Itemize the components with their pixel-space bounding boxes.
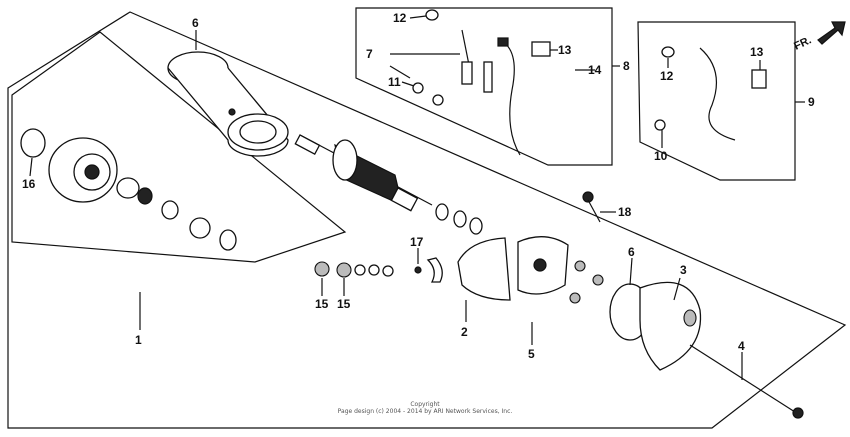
yoke-housing [167, 51, 289, 157]
callout-15-left: 15 [315, 297, 329, 311]
main-assembly-frame [7, 11, 847, 429]
cable-kit-box-alt [637, 21, 796, 181]
callouts: 1 2 3 4 5 6 6 7 8 9 10 11 12 12 13 13 14… [22, 11, 815, 361]
front-cover [609, 281, 702, 371]
callout-8: 8 [623, 59, 630, 73]
callout-6-top: 6 [192, 16, 199, 30]
sub-assembly-frame [11, 31, 347, 263]
callout-9: 9 [808, 95, 815, 109]
copyright-line-2: Page design (c) 2004 - 2014 by ARI Netwo… [338, 408, 513, 415]
callout-12-right: 12 [660, 69, 674, 83]
cable-kit-parts [412, 9, 551, 156]
callout-17: 17 [410, 235, 424, 249]
callout-14: 14 [588, 63, 602, 77]
callout-12-top: 12 [393, 11, 407, 25]
callout-6-bottom: 6 [628, 245, 635, 259]
callout-11: 11 [388, 75, 401, 89]
leader-lines [29, 15, 805, 380]
callout-13-left: 13 [558, 43, 572, 57]
armature-washers [435, 203, 483, 235]
brush-holder [457, 236, 604, 304]
front-direction-arrow: FR. [792, 21, 846, 53]
cable-kit-box [355, 7, 613, 166]
callout-3: 3 [680, 263, 687, 277]
rear-cover [20, 128, 237, 251]
callout-16: 16 [22, 177, 36, 191]
callout-1: 1 [135, 333, 142, 347]
copyright-line-1: Copyright [410, 401, 440, 408]
bolt-18 [582, 191, 601, 223]
callout-7: 7 [366, 47, 373, 61]
callout-2: 2 [461, 325, 468, 339]
callout-5: 5 [528, 347, 535, 361]
callout-15-right: 15 [337, 297, 351, 311]
callout-18: 18 [618, 205, 632, 219]
armature [294, 134, 433, 212]
nuts-washers [314, 257, 443, 283]
cable-kit-alt-parts [654, 46, 767, 141]
through-bolt [689, 344, 804, 419]
callout-10: 10 [654, 149, 668, 163]
copyright-notice: Copyright Page design (c) 2004 - 2014 by… [338, 401, 513, 415]
callout-13-right: 13 [750, 45, 764, 59]
callout-4: 4 [738, 339, 745, 353]
